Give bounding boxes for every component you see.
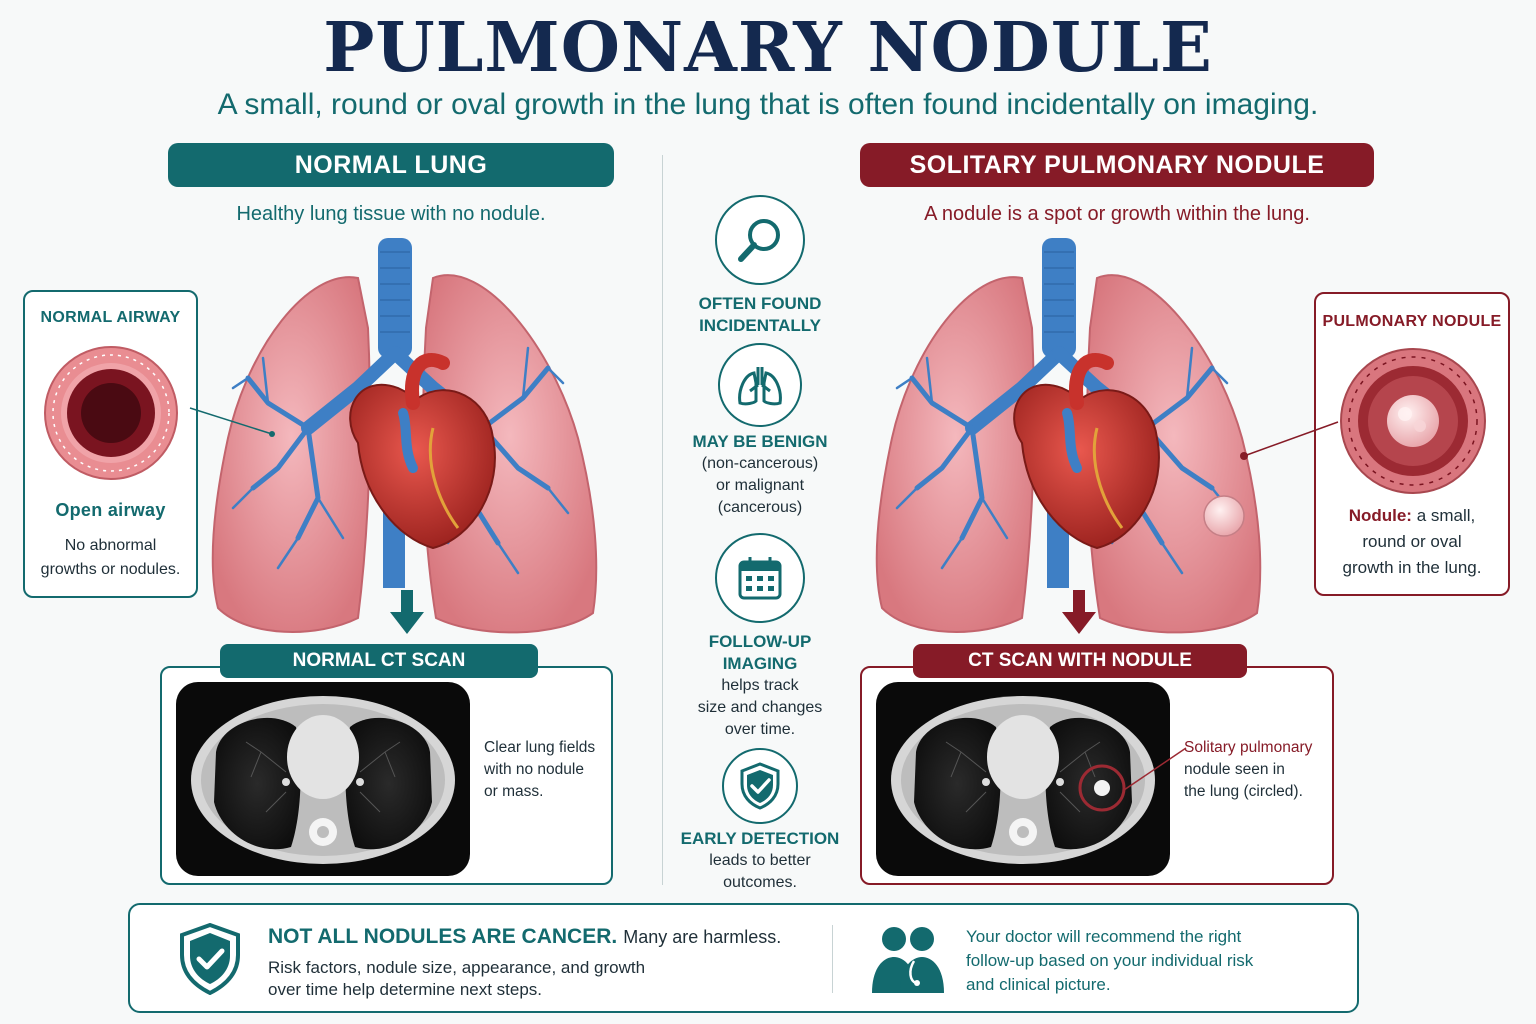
feature-head-3b: IMAGING xyxy=(722,654,798,673)
normal-airway-title: NORMAL AIRWAY xyxy=(40,309,181,326)
bottom-head-tail: Many are harmless. xyxy=(623,927,782,947)
feature-head-1b: INCIDENTALLY xyxy=(699,316,821,335)
bottom-info-bar: NOT ALL NODULES ARE CANCER.Many are harm… xyxy=(128,903,1359,1013)
bottom-divider xyxy=(832,925,833,993)
bottom-right-text: Your doctor will recommend the right fol… xyxy=(966,925,1326,997)
page-title: PULMONARY NODULE xyxy=(323,8,1213,88)
pulmonary-nodule-title: PULMONARY NODULE xyxy=(1322,313,1502,330)
nodule-lungs-illustration xyxy=(872,238,1272,638)
normal-ct-text-3: or mass. xyxy=(484,783,544,800)
feature-head-4: EARLY DETECTION xyxy=(680,829,840,848)
feature-text-2a: (non-cancerous) xyxy=(701,455,819,472)
feature-text-2c: (cancerous) xyxy=(717,499,803,516)
calendar-icon xyxy=(738,557,782,600)
bottom-text-1: Risk factors, nodule size, appearance, a… xyxy=(268,958,646,977)
feature-early-detection: EARLY DETECTION leads to better outcomes… xyxy=(680,748,840,894)
normal-ct-box: Clear lung fields with no nodule or mass… xyxy=(160,666,613,885)
lungs-icon xyxy=(738,367,782,406)
feature-head-2: MAY BE BENIGN xyxy=(692,432,828,451)
nodule-callout-line-1: Nodule: a small, xyxy=(1316,504,1508,528)
nodule-down-arrow-icon xyxy=(1062,590,1096,634)
feature-often-found: OFTEN FOUND INCIDENTALLY xyxy=(680,195,840,337)
feature-text-4b: outcomes. xyxy=(723,874,797,891)
feature-icon-circle xyxy=(718,343,802,427)
bottom-right-1: Your doctor will recommend the right xyxy=(966,927,1242,946)
normal-airway-text-1: No abnormal xyxy=(64,537,157,554)
ct-nodule-pointer xyxy=(1123,747,1187,791)
normal-airway-text-2: growths or nodules. xyxy=(40,561,181,578)
bottom-text-2: over time help determine next steps. xyxy=(268,980,543,999)
feature-text-3c: over time. xyxy=(724,721,796,738)
feature-icon-circle xyxy=(715,195,805,285)
nodule-tagline: A nodule is a spot or growth within the … xyxy=(924,203,1310,225)
nodule-ct-text-2: the lung (circled). xyxy=(1184,783,1303,800)
normal-airway-pointer xyxy=(189,407,275,437)
normal-ct-image xyxy=(176,682,470,876)
bottom-right-2: follow-up based on your individual risk xyxy=(966,951,1254,970)
bottom-head-strong: NOT ALL NODULES ARE CANCER. xyxy=(268,925,618,948)
normal-lungs-illustration xyxy=(208,238,608,638)
normal-airway-icon xyxy=(44,346,178,480)
nodule-label: Nodule: xyxy=(1348,506,1412,525)
feature-head-1a: OFTEN FOUND xyxy=(698,294,822,313)
normal-ct-text-2: with no nodule xyxy=(484,761,584,778)
open-airway-label: Open airway xyxy=(55,500,166,520)
feature-icon-circle xyxy=(722,748,798,824)
feature-text-3b: size and changes xyxy=(697,699,823,716)
magnifier-icon xyxy=(738,219,780,262)
nodule-text-2: round or oval xyxy=(1362,532,1462,551)
lung-nodule xyxy=(1203,495,1245,537)
feature-may-be-benign: MAY BE BENIGN (non-cancerous) or maligna… xyxy=(680,343,840,519)
feature-icon-circle xyxy=(715,533,805,623)
shield-check-icon xyxy=(740,762,780,810)
page-subtitle: A small, round or oval growth in the lun… xyxy=(217,88,1319,121)
normal-airway-callout: NORMAL AIRWAY Open airway No abnormal gr… xyxy=(23,290,198,598)
nodule-ct-image xyxy=(876,682,1170,876)
nodule-ct-box: Solitary pulmonary nodule seen in the lu… xyxy=(860,666,1334,885)
nodule-heading: SOLITARY PULMONARY NODULE xyxy=(860,143,1374,187)
nodule-pointer xyxy=(1240,421,1339,460)
normal-lung-tagline: Healthy lung tissue with no nodule. xyxy=(236,203,546,225)
nodule-ct-text-1: nodule seen in xyxy=(1184,761,1285,778)
nodule-ct-title: Solitary pulmonary xyxy=(1184,739,1313,756)
normal-ct-text-1: Clear lung fields xyxy=(484,739,596,756)
nodule-ct-heading: CT SCAN WITH NODULE xyxy=(913,644,1247,678)
nodule-text-1: a small, xyxy=(1411,506,1476,525)
feature-text-3a: helps track xyxy=(721,677,799,694)
doctors-icon xyxy=(872,927,944,993)
normal-ct-heading: NORMAL CT SCAN xyxy=(220,644,538,678)
feature-head-3a: FOLLOW-UP xyxy=(708,632,812,651)
normal-lung-heading: NORMAL LUNG xyxy=(168,143,614,187)
center-divider xyxy=(662,155,663,885)
feature-follow-up: FOLLOW-UP IMAGING helps track size and c… xyxy=(680,533,840,741)
bottom-right-3: and clinical picture. xyxy=(966,975,1111,994)
pulmonary-nodule-callout: PULMONARY NODULE Nodule: a small, round … xyxy=(1314,292,1510,596)
normal-down-arrow-icon xyxy=(390,590,424,634)
feature-text-4a: leads to better xyxy=(709,852,811,869)
bottom-head: NOT ALL NODULES ARE CANCER.Many are harm… xyxy=(268,925,781,949)
shield-check-icon xyxy=(180,923,240,995)
nodule-text-3: growth in the lung. xyxy=(1342,558,1482,577)
nodule-airway-icon xyxy=(1340,348,1486,494)
feature-text-2b: or malignant xyxy=(715,477,805,494)
